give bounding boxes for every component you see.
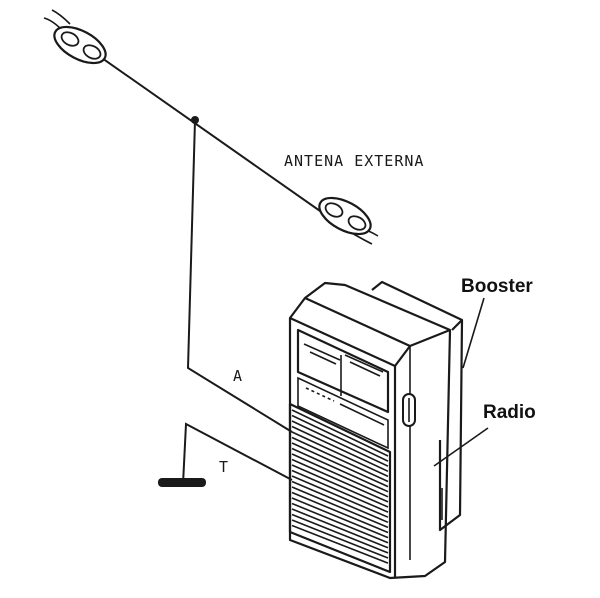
booster-box-icon bbox=[371, 280, 464, 532]
grille-slat bbox=[291, 524, 389, 564]
grille-slat bbox=[291, 513, 389, 554]
grille-slat bbox=[291, 469, 389, 513]
grille-slat bbox=[291, 409, 389, 457]
grille-slat bbox=[291, 519, 389, 559]
grille-slat bbox=[291, 458, 389, 503]
grille-slat bbox=[291, 420, 389, 467]
grille-slat bbox=[291, 414, 389, 462]
grille-slat bbox=[291, 502, 389, 544]
radio-label: Radio bbox=[483, 402, 536, 423]
insulator-icon bbox=[318, 196, 372, 236]
grille-slat bbox=[291, 442, 389, 488]
grille-slat bbox=[291, 508, 389, 549]
grille-slat bbox=[291, 431, 389, 478]
ground-wire-t bbox=[182, 422, 293, 485]
downlead-wire-a bbox=[186, 116, 293, 433]
speaker-grille bbox=[291, 409, 389, 564]
booster-label: Booster bbox=[461, 276, 533, 297]
wire-a-label: A bbox=[233, 367, 243, 385]
insulator-icon bbox=[53, 25, 107, 65]
grille-slat bbox=[291, 497, 389, 539]
grille-slat bbox=[291, 491, 389, 534]
grille-slat bbox=[291, 425, 389, 473]
wire-t-label: T bbox=[219, 458, 229, 476]
grille-slat bbox=[291, 453, 389, 498]
grille-slat bbox=[291, 464, 389, 508]
antenna-label: ANTENA EXTERNA bbox=[284, 152, 424, 170]
radio-leader-line bbox=[433, 427, 489, 467]
radio-device-icon bbox=[288, 281, 452, 580]
grille-slat bbox=[291, 475, 389, 518]
grille-slat bbox=[291, 480, 389, 524]
grille-slat bbox=[291, 436, 389, 483]
ground-rod-icon bbox=[158, 478, 206, 487]
grille-slat bbox=[291, 447, 389, 493]
booster-leader-line bbox=[462, 297, 485, 369]
grille-slat bbox=[291, 486, 389, 529]
